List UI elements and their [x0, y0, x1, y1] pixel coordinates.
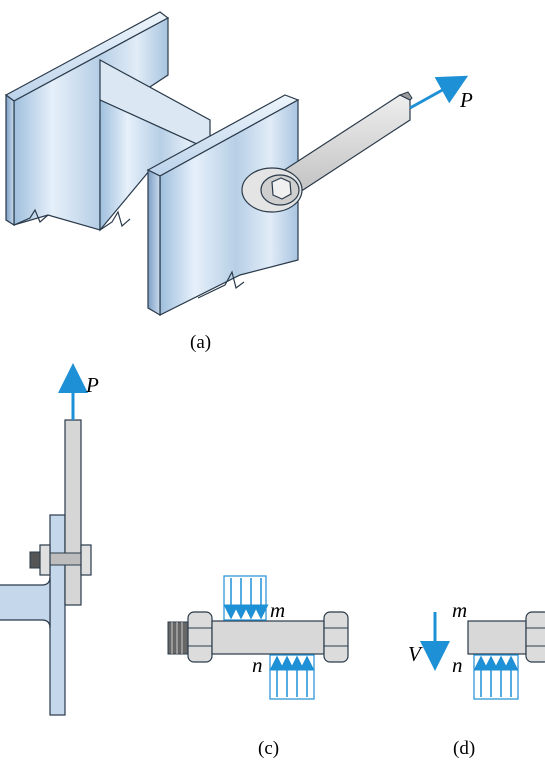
figure-c: m n (c) [167, 575, 349, 759]
bearing-stress-box-bottom [269, 654, 315, 700]
load-label-p: P [459, 88, 473, 112]
nut [187, 611, 213, 663]
thread-lines [171, 622, 183, 654]
shear-label-v: V [408, 642, 423, 666]
figure-b: P [0, 363, 99, 716]
bolt-segment [467, 620, 527, 655]
caption-d: (d) [453, 738, 475, 759]
break-line [99, 210, 131, 231]
caption-c: (c) [258, 738, 279, 759]
bearing-stress-box-top [223, 575, 267, 621]
bolt-hex-head [271, 177, 292, 200]
bolt-thread [167, 621, 189, 655]
bolt-shank [211, 620, 325, 655]
load-arrow [409, 75, 469, 110]
flange-plate [49, 514, 66, 716]
section-label-m: m [452, 598, 467, 622]
figure-d: V m n (d) [408, 598, 545, 759]
bearing-stress-box-bottom [473, 654, 519, 700]
front-flange-side [147, 169, 161, 317]
figure-a: P (a) [4, 11, 473, 353]
load-label-p: P [85, 373, 99, 397]
break-line [13, 208, 49, 226]
caption-a: (a) [190, 332, 211, 353]
bolt-head [323, 611, 349, 663]
link-bar-vertical [64, 419, 82, 606]
link-bar-end [398, 91, 413, 101]
section-label-n: n [452, 653, 463, 677]
section-label-m: m [270, 598, 285, 622]
bolt-thread [29, 551, 41, 569]
nut-left [39, 544, 51, 576]
web-stub [0, 576, 51, 629]
bolt-head [525, 611, 545, 663]
back-flange-side [5, 93, 15, 227]
bolt-head-right [80, 544, 92, 576]
section-label-n: n [252, 653, 263, 677]
break-line [197, 270, 245, 299]
